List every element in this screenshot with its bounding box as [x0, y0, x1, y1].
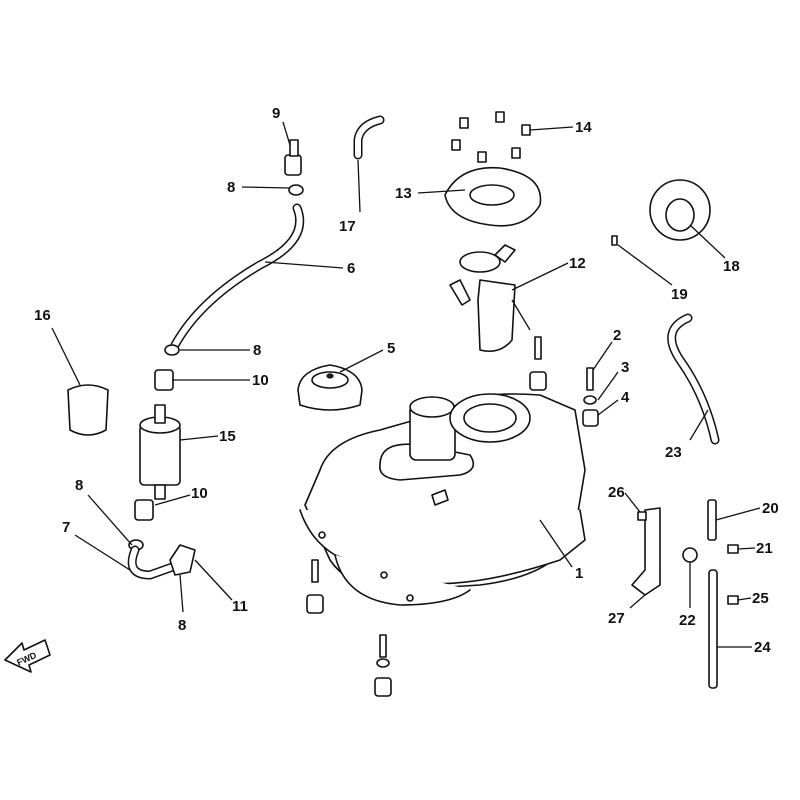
tube [708, 569, 718, 689]
valve [169, 544, 196, 576]
callout-20: 20 [762, 500, 779, 517]
fuel-cap [297, 364, 363, 411]
grommet [649, 179, 711, 241]
callout-22: 22 [679, 612, 696, 629]
bracket [631, 507, 661, 596]
callout-1: 1 [575, 565, 583, 582]
callout-6: 6 [347, 260, 355, 277]
filter-cover [67, 384, 109, 436]
callout-13: 13 [395, 185, 412, 202]
callout-3: 3 [621, 359, 629, 376]
callout-labels: 1 2 3 4 5 6 7 8 8 8 8 9 10 10 11 12 13 1… [15, 105, 778, 668]
callout-14: 14 [575, 119, 592, 136]
pump-gasket [444, 166, 542, 227]
callout-18: 18 [723, 258, 740, 275]
callout-16: 16 [34, 307, 51, 324]
fuel-tank [299, 393, 586, 606]
callout-25: 25 [752, 590, 769, 607]
fuel-filter [139, 404, 181, 500]
callout-8: 8 [227, 179, 235, 196]
callout-10: 10 [191, 485, 208, 502]
callout-8: 8 [178, 617, 186, 634]
callout-7: 7 [62, 519, 70, 536]
callout-17: 17 [339, 218, 356, 235]
callout-23: 23 [665, 444, 682, 461]
callout-21: 21 [756, 540, 773, 557]
fwd-arrow-icon [4, 639, 51, 673]
callout-5: 5 [387, 340, 395, 357]
callout-8: 8 [253, 342, 261, 359]
fitting [284, 154, 302, 176]
callout-27: 27 [608, 610, 625, 627]
callout-2: 2 [613, 327, 621, 344]
callout-19: 19 [671, 286, 688, 303]
callout-8: 8 [75, 477, 83, 494]
callout-11: 11 [232, 598, 248, 615]
callout-24: 24 [754, 639, 771, 656]
clip [611, 235, 618, 246]
mounts [306, 336, 599, 697]
fuel-pump [449, 244, 531, 353]
callout-12: 12 [569, 255, 586, 272]
callout-10: 10 [252, 372, 269, 389]
callout-9: 9 [272, 105, 280, 122]
callout-15: 15 [219, 428, 236, 445]
bolts [451, 111, 531, 163]
callout-4: 4 [621, 389, 630, 406]
callout-26: 26 [608, 484, 625, 501]
leader-lines [51, 121, 761, 648]
